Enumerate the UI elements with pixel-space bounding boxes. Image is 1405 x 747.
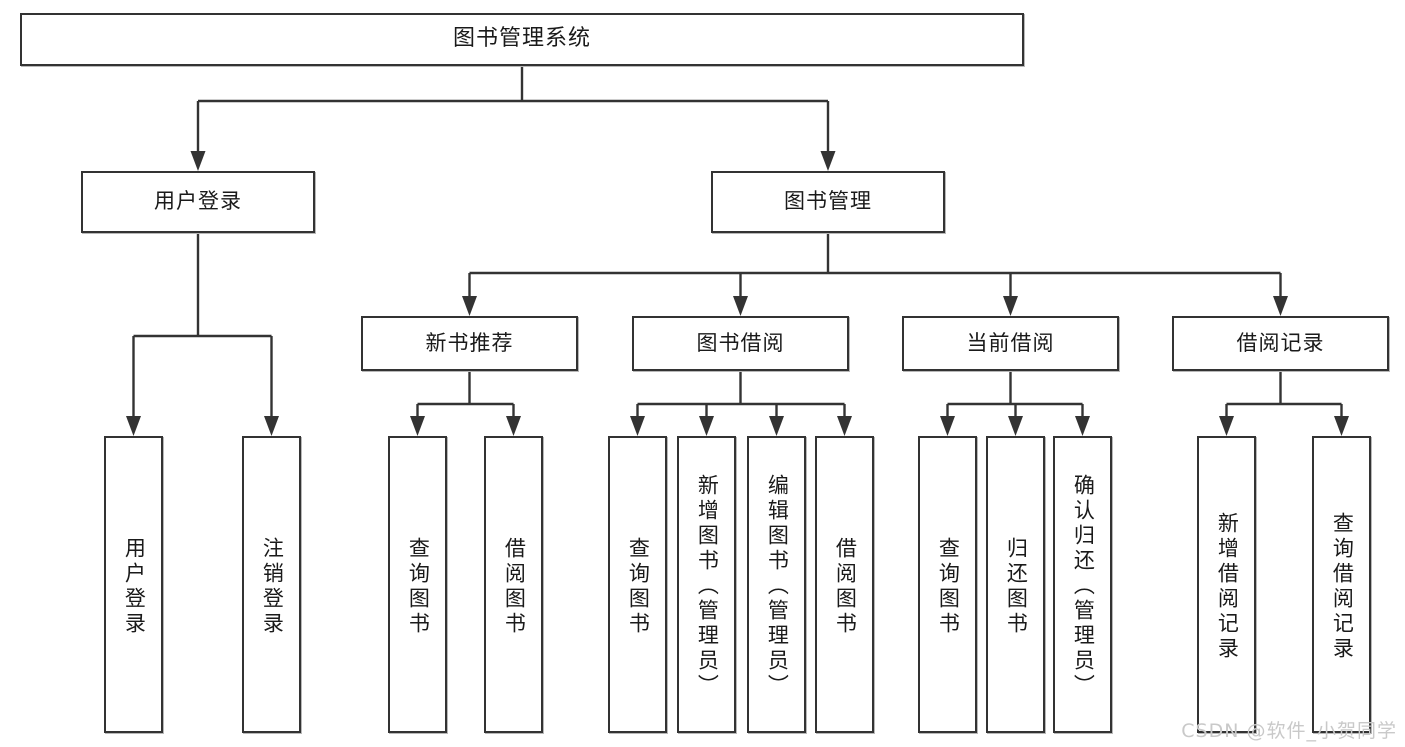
watermark-text: CSDN @软件_小贺同学 bbox=[1181, 720, 1397, 742]
node-label-leaf-bb-add: 新增图书（管理员） bbox=[695, 474, 720, 699]
node-leaf-bb-edit: 编辑图书（管理员） bbox=[747, 436, 806, 733]
node-new-book-rec: 新书推荐 bbox=[361, 316, 578, 371]
node-leaf-rec-borrow: 借阅图书 bbox=[484, 436, 543, 733]
node-label-borrow-record: 借阅记录 bbox=[1236, 330, 1325, 355]
node-leaf-user-login: 用户登录 bbox=[104, 436, 163, 733]
node-leaf-cb-return: 归还图书 bbox=[986, 436, 1045, 733]
node-label-leaf-user-logout: 注销登录 bbox=[260, 536, 285, 637]
node-leaf-rec-query: 查询图书 bbox=[388, 436, 447, 733]
node-current-borrow: 当前借阅 bbox=[902, 316, 1119, 371]
node-leaf-br-query: 查询借阅记录 bbox=[1312, 436, 1371, 733]
node-leaf-bb-borrow: 借阅图书 bbox=[815, 436, 874, 733]
node-leaf-user-logout: 注销登录 bbox=[242, 436, 301, 733]
node-label-current-borrow: 当前借阅 bbox=[966, 330, 1055, 355]
node-label-leaf-bb-query: 查询图书 bbox=[626, 536, 651, 637]
node-label-leaf-rec-query: 查询图书 bbox=[406, 536, 431, 637]
node-label-new-book-rec: 新书推荐 bbox=[425, 330, 514, 355]
node-label-leaf-bb-edit: 编辑图书（管理员） bbox=[765, 474, 790, 699]
node-leaf-cb-query: 查询图书 bbox=[918, 436, 977, 733]
node-root: 图书管理系统 bbox=[20, 13, 1024, 66]
node-label-leaf-rec-borrow: 借阅图书 bbox=[502, 536, 527, 637]
node-leaf-br-add: 新增借阅记录 bbox=[1197, 436, 1256, 733]
node-label-book-borrow: 图书借阅 bbox=[696, 330, 785, 355]
node-label-leaf-user-login: 用户登录 bbox=[122, 536, 147, 637]
node-book-mgmt: 图书管理 bbox=[711, 171, 945, 233]
node-label-leaf-cb-confirm: 确认归还（管理员） bbox=[1071, 474, 1096, 699]
node-label-book-mgmt: 图书管理 bbox=[784, 189, 872, 214]
node-label-leaf-bb-borrow: 借阅图书 bbox=[833, 536, 858, 637]
node-leaf-bb-add: 新增图书（管理员） bbox=[677, 436, 736, 733]
node-user-login: 用户登录 bbox=[81, 171, 315, 233]
node-book-borrow: 图书借阅 bbox=[632, 316, 849, 371]
node-label-user-login: 用户登录 bbox=[154, 189, 242, 214]
node-leaf-cb-confirm: 确认归还（管理员） bbox=[1053, 436, 1112, 733]
node-label-leaf-br-query: 查询借阅记录 bbox=[1330, 511, 1355, 662]
node-borrow-record: 借阅记录 bbox=[1172, 316, 1389, 371]
node-leaf-bb-query: 查询图书 bbox=[608, 436, 667, 733]
node-label-leaf-cb-return: 归还图书 bbox=[1004, 536, 1029, 637]
node-label-leaf-br-add: 新增借阅记录 bbox=[1215, 511, 1240, 662]
node-label-root: 图书管理系统 bbox=[452, 26, 591, 52]
node-label-leaf-cb-query: 查询图书 bbox=[936, 536, 961, 637]
